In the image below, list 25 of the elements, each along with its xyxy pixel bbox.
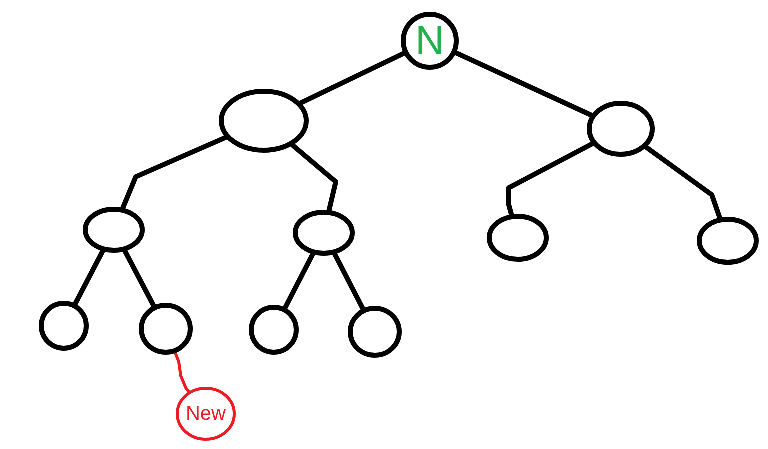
tree-node [219, 89, 309, 153]
tree-node [83, 207, 145, 253]
connector-line [282, 252, 316, 310]
tree-node [401, 12, 459, 70]
connector-line [644, 145, 722, 220]
tree-node [139, 303, 193, 355]
tree-node [697, 217, 759, 265]
tree-node [348, 306, 402, 358]
connector-line [73, 248, 106, 306]
tree-node [587, 101, 655, 157]
tree-node [249, 305, 299, 355]
connector-line [120, 135, 228, 211]
connector-line [454, 50, 594, 118]
connector-line [122, 248, 156, 308]
tree-node [39, 301, 89, 351]
node-label: N [416, 21, 444, 61]
tree-node [176, 387, 236, 441]
connector-line [506, 142, 595, 218]
connector-line [332, 252, 366, 312]
tree-node [487, 214, 549, 262]
connector-line [174, 352, 190, 394]
node-label: New [186, 404, 226, 424]
connector-line [298, 51, 406, 106]
connector-line [290, 143, 338, 213]
tree-node [293, 210, 355, 256]
